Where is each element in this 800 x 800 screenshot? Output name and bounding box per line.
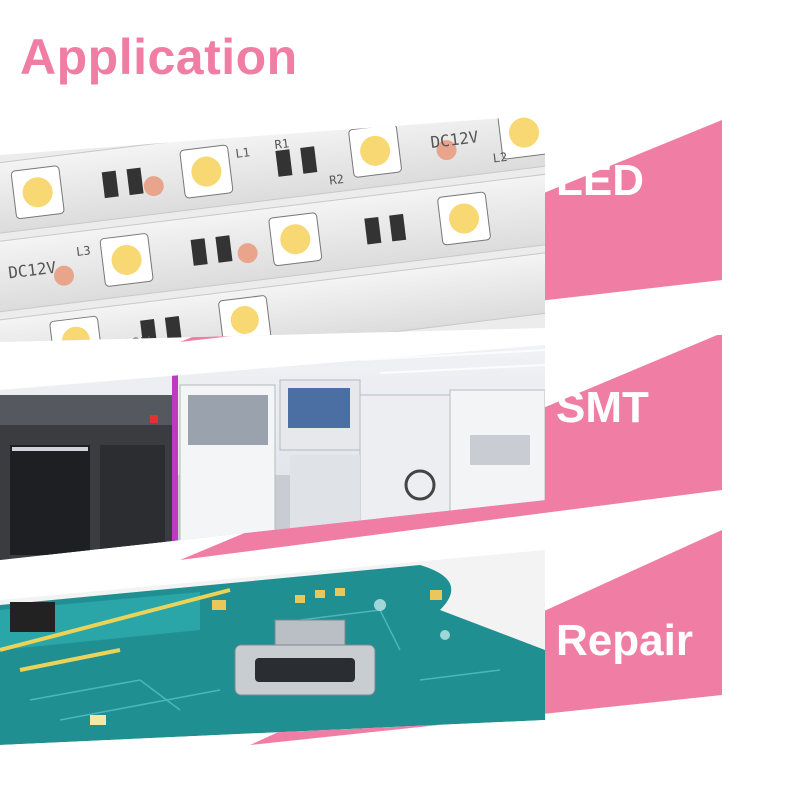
led-chip-row-1 (10, 115, 545, 220)
led-strip-label: L1 (235, 145, 251, 161)
application-led: DC12V DC12V DC12V L1 L2 L3 R1 R2 LED (0, 110, 800, 350)
circuit-board-photo (0, 550, 545, 745)
repair-label: Repair (556, 616, 693, 665)
led-chip-row-2 (54, 191, 491, 287)
led-strip-label: L3 (75, 243, 91, 259)
application-smt: SMT (0, 335, 800, 565)
led-band-graphic: DC12V DC12V DC12V L1 L2 L3 R1 R2 (0, 115, 722, 350)
led-strip-marking: DC12V (102, 333, 152, 350)
page-title: Application (20, 29, 298, 85)
repair-band-graphic (0, 530, 722, 745)
smt-label: SMT (556, 383, 649, 432)
led-label: LED (556, 156, 644, 205)
led-strip-label: R2 (329, 172, 345, 188)
led-strip-label: R1 (274, 136, 290, 152)
led-strip-label: L2 (492, 150, 508, 166)
led-strip-photo: DC12V DC12V DC12V L1 L2 L3 R1 R2 (0, 115, 545, 350)
smt-band-graphic (0, 335, 722, 560)
application-repair: Repair (0, 530, 800, 760)
